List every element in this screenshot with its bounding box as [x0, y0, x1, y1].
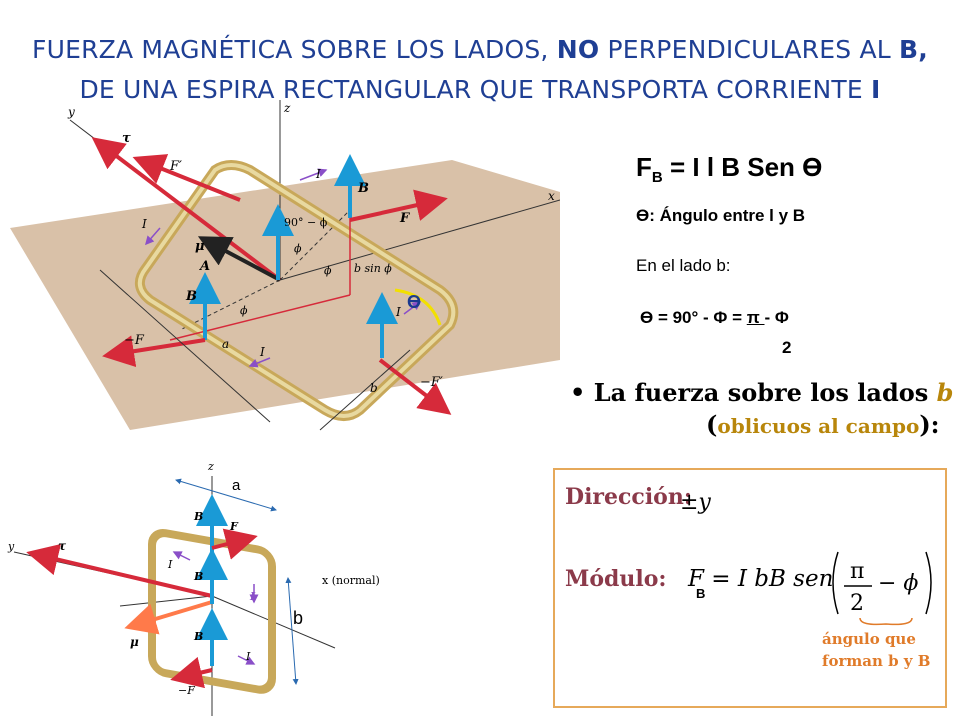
label-a-vec: A	[198, 259, 210, 274]
theta-denominator: 2	[782, 338, 792, 357]
bottom-label-y: y	[7, 540, 15, 553]
dimension-label-b: b	[293, 608, 304, 628]
f-vector	[349, 189, 448, 222]
label-x: x	[548, 189, 555, 203]
label-neg-f: −F	[124, 333, 145, 348]
force-statement-line1: • La fuerza sobre los lados b	[570, 378, 954, 407]
neg-f-prime-vector	[378, 358, 452, 415]
bottom-label-b1: B	[193, 510, 203, 523]
force-statement-line2: (oblicuos al campo):	[706, 410, 940, 439]
label-tau: τ	[122, 131, 131, 146]
direction-value: ±y	[680, 490, 711, 515]
label-b-left: B	[185, 289, 197, 304]
bottom-label-z: z	[207, 460, 214, 473]
theta-marker-label: Ɵ	[407, 292, 422, 312]
bottom-loop-diagram: z y x (normal) τ B B B F I I I μ −F	[7, 460, 380, 716]
bottom-neg-f-vector	[170, 656, 213, 689]
bottom-label-f: F	[229, 520, 239, 533]
page-title: FUERZA MAGNÉTICA SOBRE LOS LADOS, NO PER…	[32, 35, 928, 104]
label-phi-1: ϕ	[294, 242, 302, 255]
fraction-minus-phi: − ϕ	[878, 571, 918, 596]
bottom-label-neg-f: −F	[178, 684, 195, 697]
module-label: Módulo:	[565, 566, 667, 592]
theta-definition: Ɵ: Ángulo entre l y B	[636, 206, 806, 225]
tau-vector	[91, 137, 282, 282]
bottom-label-x: x (normal)	[322, 574, 380, 587]
label-i-bottom: I	[259, 345, 265, 359]
module-equation: F = I bB sen	[688, 566, 834, 592]
x-axis	[279, 199, 560, 281]
label-angle-90: 90° − ϕ	[284, 216, 328, 229]
mu-vector	[197, 236, 281, 282]
fraction-denominator: 2	[850, 591, 864, 616]
label-i-right: I	[395, 305, 401, 319]
top-loop-diagram: y z x τ F′ F B B μ A I I I I a b −F −F′ …	[10, 100, 560, 431]
label-f-prime: F′	[169, 159, 182, 174]
neg-f-vector	[102, 335, 206, 368]
label-b-sin-phi: b sin ϕ	[354, 262, 392, 275]
xy-plane	[10, 160, 560, 430]
bottom-label-i2: I	[249, 590, 256, 603]
bottom-f-vector	[211, 528, 258, 560]
label-neg-f-prime: −F′	[420, 375, 443, 390]
bottom-label-mu: μ	[130, 635, 139, 649]
dimension-label-a: a	[232, 477, 241, 494]
label-z: z	[283, 101, 291, 115]
bottom-label-i1: I	[167, 558, 173, 571]
f-prime-vector	[132, 154, 241, 202]
label-y: y	[67, 105, 75, 119]
theta-equation: Ɵ = 90° - Φ = π - Φ	[640, 308, 789, 327]
angle-annotation-2: forman b y B	[822, 652, 931, 670]
bottom-label-i3: I	[245, 650, 251, 663]
angle-annotation-1: ángulo que	[822, 630, 916, 648]
label-a-side: a	[222, 337, 229, 351]
bottom-label-b2: B	[193, 570, 203, 583]
label-phi-2: ϕ	[324, 264, 332, 277]
side-b-label: En el lado b:	[636, 256, 731, 275]
bottom-label-b3: B	[193, 630, 203, 643]
module-fraction: π 2 − ϕ	[832, 551, 932, 626]
label-b-side: b	[370, 381, 378, 395]
force-formula: FB = I l B Sen Ɵ	[636, 152, 823, 187]
bottom-tau-vector	[26, 543, 213, 598]
direction-label: Dirección:	[565, 484, 692, 510]
fraction-numerator: π	[850, 559, 864, 584]
label-i-left: I	[141, 217, 147, 231]
bottom-label-tau: τ	[58, 539, 67, 553]
label-f: F	[399, 211, 410, 226]
bottom-mu-vector	[124, 600, 213, 635]
label-i-top: I	[315, 167, 321, 181]
label-mu: μ	[195, 239, 205, 254]
module-subscript: B	[696, 586, 706, 601]
label-b-top: B	[357, 181, 369, 196]
label-phi-3: ϕ	[240, 304, 248, 317]
result-box	[553, 468, 947, 708]
